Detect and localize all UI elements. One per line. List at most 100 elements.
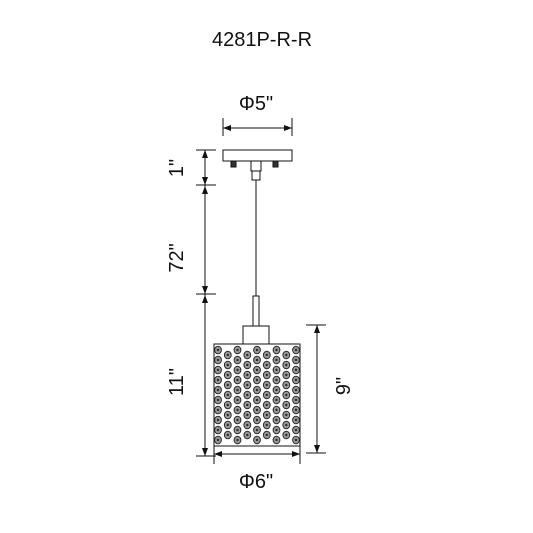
crystal-bead-core: [275, 368, 278, 372]
crystal-bead-core: [226, 373, 229, 377]
shade-diameter-dimension: [213, 446, 301, 464]
crystal-bead-core: [265, 353, 268, 357]
crystal-bead-core: [255, 358, 259, 362]
socket-holder: [242, 325, 270, 345]
crystal-bead-core: [265, 363, 268, 367]
crystal-bead-core: [246, 363, 249, 367]
crystal-bead-core: [255, 408, 259, 412]
crystal-bead-core: [285, 403, 288, 407]
canopy-diameter-label: Φ5": [239, 93, 273, 115]
crystal-bead-core: [216, 348, 220, 352]
crystal-bead-core: [216, 408, 220, 412]
cable-grip-lower: [252, 295, 260, 327]
crystal-bead-core: [226, 393, 229, 397]
cable-grip-nut: [251, 170, 261, 181]
crystal-bead-core: [294, 348, 298, 352]
crystal-bead-core: [216, 418, 220, 422]
crystal-bead-core: [226, 403, 229, 407]
crystal-bead-core: [255, 368, 259, 372]
crystal-bead-core: [255, 348, 259, 352]
crystal-bead-core: [226, 413, 229, 417]
crystal-bead-core: [255, 378, 259, 382]
canopy-height-label: 1": [166, 159, 188, 177]
crystal-bead-core: [275, 438, 278, 442]
crystal-bead-core: [294, 418, 298, 422]
crystal-bead-core: [236, 438, 239, 442]
crystal-bead-core: [255, 428, 259, 432]
crystal-bead-core: [236, 388, 239, 392]
crystal-bead-core: [285, 353, 288, 357]
canopy-plate: [222, 149, 293, 162]
crystal-bead-core: [265, 373, 268, 377]
crystal-bead-core: [285, 383, 288, 387]
crystal-bead-core: [216, 398, 220, 402]
crystal-bead-core: [216, 428, 220, 432]
crystal-bead-core: [294, 408, 298, 412]
model-number-title: 4281P-R-R: [212, 29, 312, 51]
crystal-bead-core: [246, 383, 249, 387]
crystal-bead-core: [216, 358, 220, 362]
crystal-bead-core: [226, 423, 229, 427]
crystal-bead-core: [285, 363, 288, 367]
fixture-drawing: [213, 149, 301, 447]
crystal-bead-core: [265, 413, 268, 417]
crystal-bead-core: [294, 358, 298, 362]
crystal-bead-core: [294, 398, 298, 402]
crystal-bead-core: [265, 393, 268, 397]
crystal-bead-core: [285, 373, 288, 377]
crystal-strands: [214, 345, 300, 445]
crystal-bead-core: [236, 348, 239, 352]
crystal-bead-core: [246, 373, 249, 377]
crystal-bead-core: [246, 413, 249, 417]
crystal-bead-core: [294, 368, 298, 372]
cable-grip-top: [250, 160, 262, 172]
crystal-bead-core: [285, 413, 288, 417]
canopy-diameter-dimension: [222, 118, 293, 136]
crystal-bead-core: [285, 393, 288, 397]
crystal-bead-core: [246, 393, 249, 397]
crystal-bead-core: [285, 433, 288, 437]
crystal-bead-core: [265, 433, 268, 437]
crystal-bead-core: [275, 358, 278, 362]
crystal-bead-core: [294, 428, 298, 432]
crystal-bead-core: [236, 408, 239, 412]
crystal-bead-core: [275, 378, 278, 382]
crystal-bead-core: [294, 378, 298, 382]
crystal-bead-core: [216, 438, 220, 442]
crystal-bead-core: [236, 428, 239, 432]
crystal-bead-core: [236, 358, 239, 362]
shade-diameter-label: Φ6": [239, 471, 273, 493]
crystal-bead-core: [265, 383, 268, 387]
crystal-bead-core: [275, 418, 278, 422]
crystal-bead-core: [216, 388, 220, 392]
cable-length-label: 72": [166, 243, 188, 272]
crystal-bead-core: [275, 398, 278, 402]
crystal-bead-core: [294, 388, 298, 392]
shade-height-label: 9": [333, 377, 355, 395]
crystal-bead-core: [285, 423, 288, 427]
left-dimension-chain: [196, 149, 216, 457]
crystal-bead-core: [246, 433, 249, 437]
crystal-bead-core: [246, 353, 249, 357]
crystal-bead-core: [236, 368, 239, 372]
crystal-bead-core: [275, 428, 278, 432]
crystal-bead-core: [216, 378, 220, 382]
crystal-bead-core: [265, 403, 268, 407]
crystal-bead-core: [255, 438, 259, 442]
crystal-bead-core: [226, 383, 229, 387]
crystal-bead-core: [216, 368, 220, 372]
crystal-bead-core: [255, 398, 259, 402]
crystal-bead-core: [246, 403, 249, 407]
crystal-bead-core: [226, 363, 229, 367]
crystal-bead-core: [246, 423, 249, 427]
crystal-bead-core: [275, 348, 278, 352]
crystal-bead-core: [236, 378, 239, 382]
crystal-bead-core: [275, 388, 278, 392]
crystal-bead-core: [294, 438, 298, 442]
canopy-screw-right: [272, 160, 279, 168]
crystal-bead-core: [226, 433, 229, 437]
shade-height-dimension: [306, 324, 326, 454]
crystal-bead-core: [255, 388, 259, 392]
crystal-bead-core: [226, 353, 229, 357]
